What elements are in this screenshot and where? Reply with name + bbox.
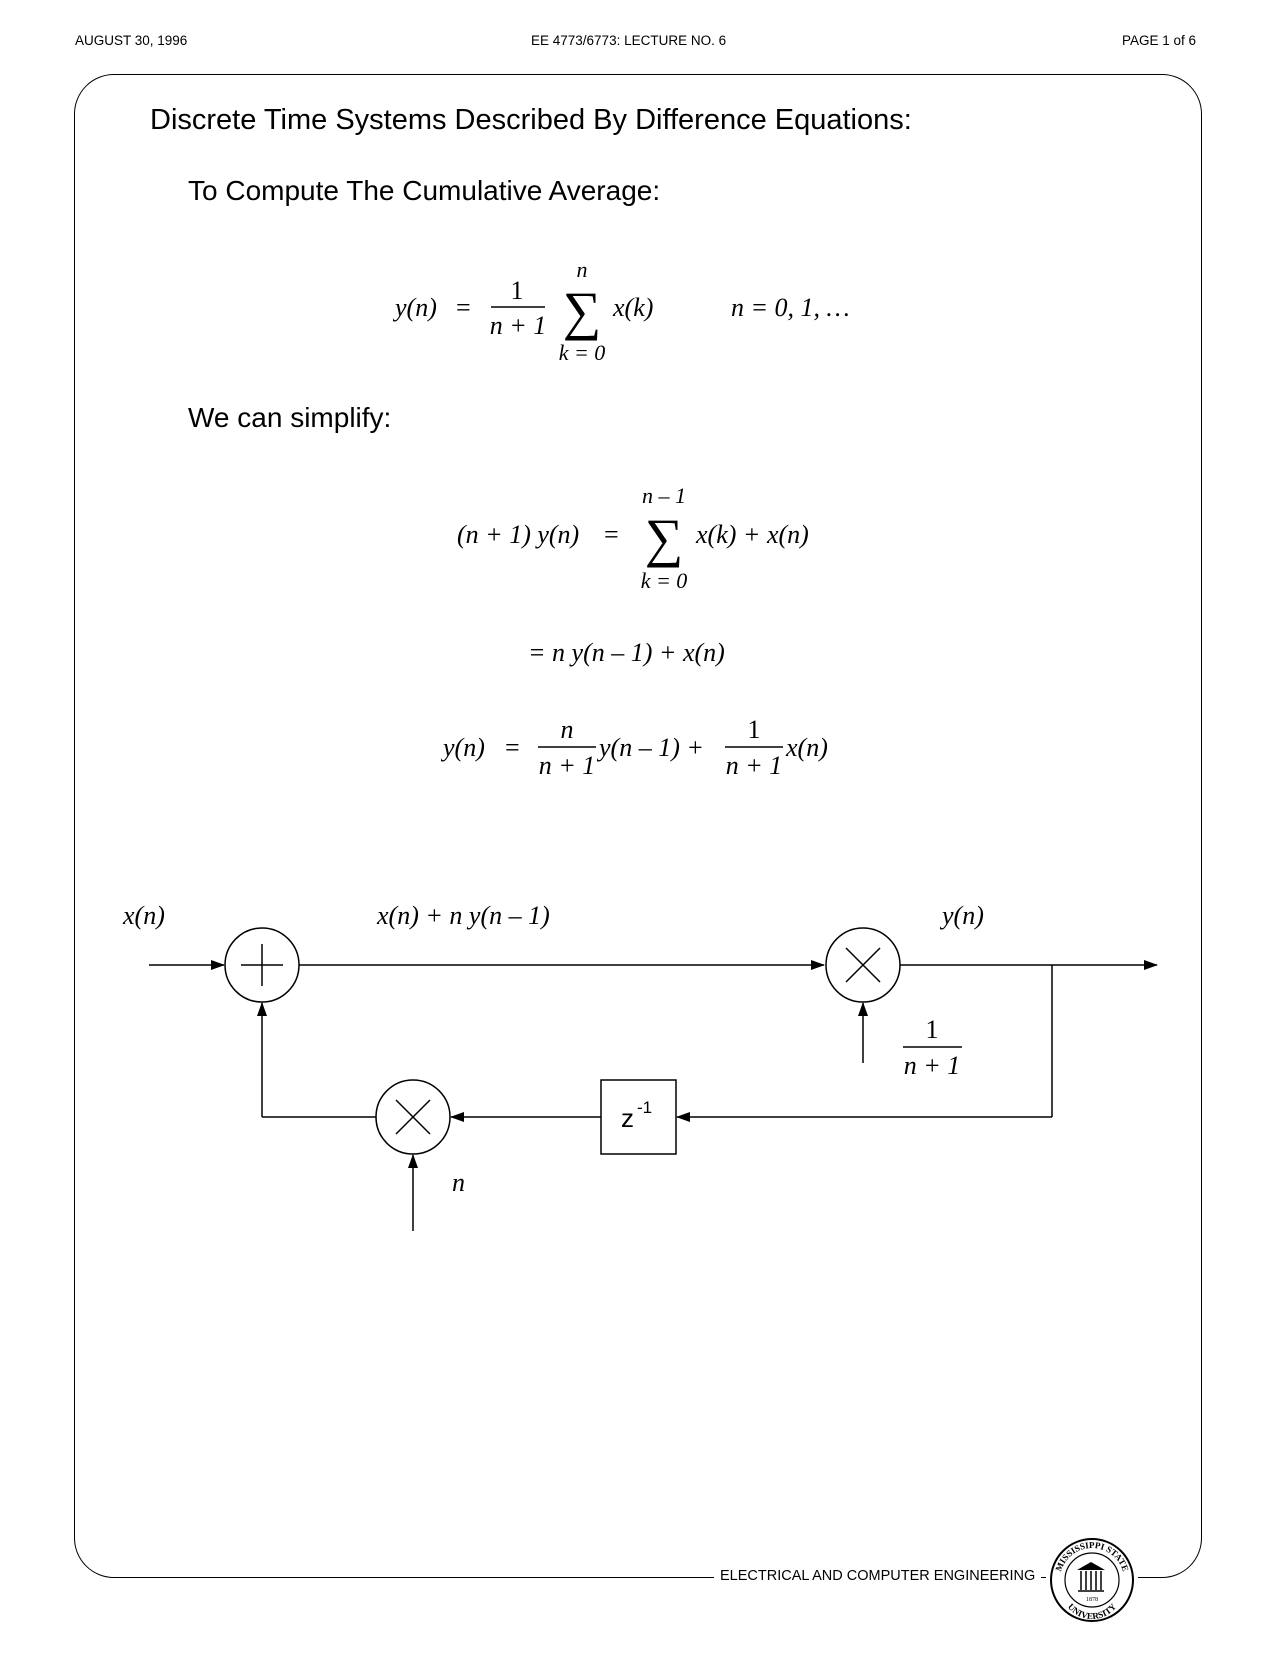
eq1-sigma: ∑ <box>563 281 602 341</box>
section-heading: To Compute The Cumulative Average: <box>188 175 661 206</box>
eq2-rhs: x(k) + x(n) <box>695 520 809 549</box>
eq2-sum-lower: k = 0 <box>641 568 688 593</box>
eq4-tail: x(n) <box>785 733 828 762</box>
eq4-frac1-num: n <box>561 715 574 744</box>
eq2-sigma: ∑ <box>645 508 684 568</box>
university-seal-icon: MISSISSIPPI STATE UNIVERSITY 1878 <box>1050 1538 1134 1622</box>
simplify-label: We can simplify: <box>188 402 392 433</box>
eq1-range: n = 0, 1, … <box>731 293 850 322</box>
eq4-mid: y(n – 1) + <box>596 733 704 762</box>
diagram-feedback-gain: n <box>452 1168 465 1197</box>
eq2-lhs: (n + 1) y(n) <box>457 520 579 549</box>
eq1-sum-lower: k = 0 <box>559 340 606 365</box>
diagram-input-label: x(n) <box>122 901 165 930</box>
eq1-lhs: y(n) <box>392 293 437 322</box>
block-diagram <box>149 927 1158 1231</box>
eq4-equals: = <box>505 733 520 762</box>
eq3-rhs: = n y(n – 1) + x(n) <box>528 638 725 667</box>
delay-label-exponent: -1 <box>637 1098 652 1117</box>
header-date: AUGUST 30, 1996 <box>75 33 188 48</box>
eq4-lhs: y(n) <box>440 733 485 762</box>
header-course: EE 4773/6773: LECTURE NO. 6 <box>531 33 727 48</box>
eq1-term: x(k) <box>612 293 653 322</box>
eq2-equals: = <box>604 520 619 549</box>
seal-year: 1878 <box>1086 1597 1098 1603</box>
footer-department: ELECTRICAL AND COMPUTER ENGINEERING <box>714 1568 1042 1584</box>
eq4-frac1-den: n + 1 <box>539 751 596 780</box>
delay-label: z -1 <box>621 1098 652 1133</box>
diagram-output-label: y(n) <box>939 901 984 930</box>
eq4-frac2-den: n + 1 <box>726 751 783 780</box>
delay-label-base: z <box>621 1103 634 1133</box>
diagram-sum-label: x(n) + n y(n – 1) <box>376 901 550 930</box>
eq1-sum-upper: n <box>577 257 588 282</box>
delay-block <box>600 1079 677 1155</box>
output-multiplier-cross-b <box>845 947 881 983</box>
header-page-number: PAGE 1 of 6 <box>1122 33 1197 48</box>
equation-final-form: y(n) = n n + 1 y(n – 1) + 1 n + 1 x(n) <box>440 715 828 780</box>
equation-cumulative-average: y(n) = 1 n + 1 n ∑ k = 0 x(k) n = 0, 1, … <box>392 257 850 365</box>
equation-recursive-form: = n y(n – 1) + x(n) <box>528 638 725 667</box>
feedback-multiplier-cross-b <box>395 1099 431 1135</box>
eq1-equals: = <box>456 293 471 322</box>
slide-title: Discrete Time Systems Described By Diffe… <box>150 104 912 136</box>
equation-expanded-sum: (n + 1) y(n) = n – 1 ∑ k = 0 x(k) + x(n) <box>457 483 809 593</box>
slide-frame <box>74 74 1202 1578</box>
eq4-frac2-num: 1 <box>748 715 761 744</box>
eq1-frac-den: n + 1 <box>490 311 547 340</box>
block-diagram-labels: x(n) x(n) + n y(n – 1) y(n) 1 n + 1 n <box>122 901 984 1197</box>
eq2-sum-upper: n – 1 <box>642 483 686 508</box>
diagram-gain-num: 1 <box>926 1015 939 1044</box>
diagram-gain-den: n + 1 <box>904 1051 961 1080</box>
eq1-frac-num: 1 <box>511 276 524 305</box>
